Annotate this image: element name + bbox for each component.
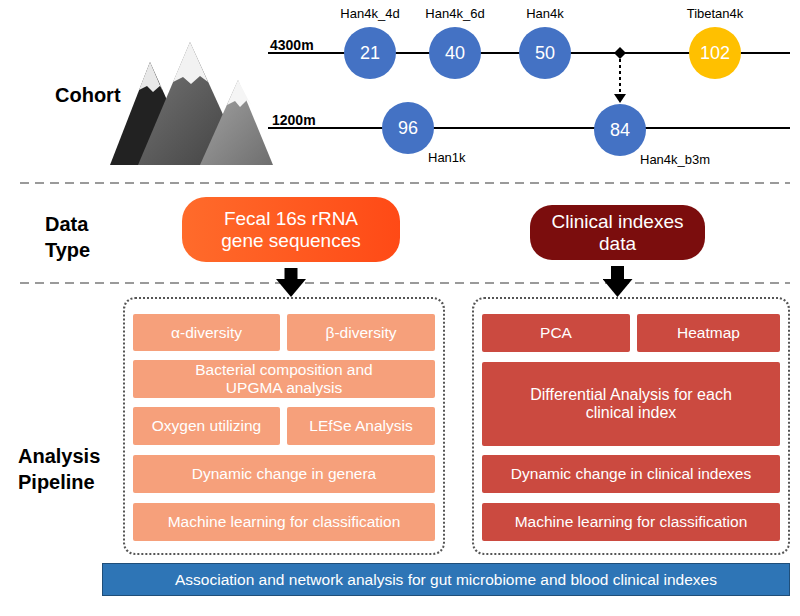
flow-arrow [611, 266, 624, 279]
analysis-box: Heatmap [637, 314, 780, 352]
group-name: Han4k_4d [340, 7, 399, 22]
box-text: Machine learning for classification [168, 513, 401, 531]
analysis-box: Differential Analysis for each clinical … [482, 362, 780, 446]
box-text: Clinical indexes data [544, 211, 691, 255]
group-name: Han4k [526, 7, 564, 22]
circle-fill [689, 27, 741, 79]
timepoint-diamond [614, 47, 626, 59]
association-bar: Association and network analysis for gut… [102, 563, 790, 596]
analysis-box: Dynamic change in clinical indexes [482, 455, 780, 493]
box-text: Dynamic change in clinical indexes [511, 465, 751, 483]
circle-fill [344, 27, 396, 79]
return-arrow-head [614, 94, 626, 103]
data-type-box: Fecal 16s rRNA gene sequences [182, 197, 400, 262]
sample-count: 84 [594, 104, 646, 156]
sample-count: 21 [344, 27, 396, 79]
mountain-illustration [110, 42, 273, 165]
analysis-box: Dynamic change in genera [133, 455, 435, 493]
sample-count: 102 [689, 27, 741, 79]
analysis-box: Machine learning for classification [133, 503, 435, 541]
row-label: Data Type [45, 211, 107, 263]
group-name: Han4k_b3m [640, 153, 710, 168]
circle-fill [429, 27, 481, 79]
box-text: Bacterial composition and UPGMA analysis [185, 361, 383, 397]
box-text: α-diversity [171, 324, 242, 342]
box-text: Machine learning for classification [515, 513, 748, 531]
pipeline-group: PCA HeatmapDifferential Analysis for each… [472, 297, 790, 555]
pipeline-group: α-diversity β-diversityBacterial composit… [123, 297, 445, 555]
section-separator [20, 182, 790, 184]
group-name: Han4k_6d [425, 7, 484, 22]
snow-cap [173, 42, 208, 84]
sample-count: 40 [429, 27, 481, 79]
analysis-box: Oxygen utilizing [133, 407, 280, 445]
box-text: Dynamic change in genera [192, 465, 376, 483]
box-text: Association and network analysis for gut… [175, 571, 717, 589]
altitude-label: 1200m [272, 111, 332, 129]
mountain-right [200, 80, 273, 165]
analysis-box: β-diversity [287, 314, 435, 351]
sample-count: 50 [519, 27, 571, 79]
group-name: Han1k [428, 151, 466, 166]
circle-fill [594, 104, 646, 156]
cohort-circle: Tibetan4k102 [689, 27, 741, 79]
analysis-box: Machine learning for classification [482, 503, 780, 541]
analysis-box: α-diversity [133, 314, 280, 351]
cohort-circle: Han4k50 [519, 27, 571, 79]
circle-fill [382, 102, 434, 154]
analysis-box: LEfSe Analysis [287, 407, 435, 445]
data-type-box: Clinical indexes data [530, 205, 705, 260]
box-text: Oxygen utilizing [152, 417, 261, 435]
group-name: Tibetan4k [687, 7, 744, 22]
flow-arrow [285, 268, 298, 279]
circle-fill [519, 27, 571, 79]
section-separator [20, 282, 790, 284]
altitude-line [268, 127, 790, 129]
row-label: Analysis Pipeline [18, 443, 118, 495]
snow-cap [139, 62, 162, 92]
cohort-circle: 84Han4k_b3m [594, 104, 646, 156]
snow-cap [227, 80, 251, 107]
cohort-circle: Han4k_4d21 [344, 27, 396, 79]
box-text: Fecal 16s rRNA gene sequences [212, 208, 370, 252]
box-text: β-diversity [326, 324, 397, 342]
analysis-box: PCA [482, 314, 630, 352]
cohort-circle: Han4k_6d40 [429, 27, 481, 79]
box-text: Differential Analysis for each clinical … [522, 386, 740, 423]
box-text: PCA [540, 324, 572, 342]
box-text: LEfSe Analysis [309, 417, 412, 435]
cohort-circle: 96Han1k [382, 102, 434, 154]
sample-count: 96 [382, 102, 434, 154]
return-arrow [619, 59, 621, 95]
box-text: Heatmap [677, 324, 740, 342]
altitude-label: 4300m [270, 36, 330, 54]
row-label: Cohort [55, 82, 145, 108]
analysis-box: Bacterial composition and UPGMA analysis [133, 360, 435, 398]
